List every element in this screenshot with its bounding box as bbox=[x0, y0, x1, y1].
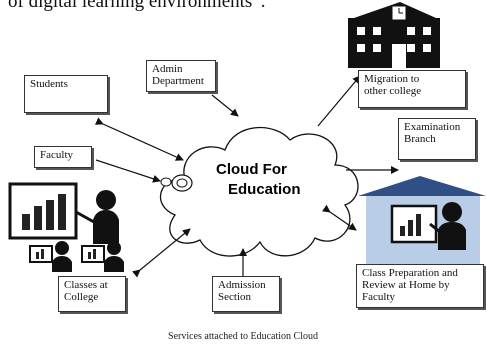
arrow-home-prep bbox=[321, 204, 357, 231]
cloud-title-line2: Education bbox=[228, 181, 301, 198]
arrow-admin bbox=[211, 94, 239, 117]
connector-arrows bbox=[94, 75, 399, 278]
home-study-icon bbox=[358, 176, 486, 264]
node-students: Students bbox=[24, 75, 108, 113]
arrow-migration bbox=[317, 75, 361, 127]
top-text-fragment: of digital learning environments”. bbox=[8, 0, 266, 12]
arrow-classes bbox=[132, 228, 191, 278]
arrow-students bbox=[94, 117, 184, 161]
arrow-faculty bbox=[95, 159, 161, 183]
node-admin-department: Admin Department bbox=[146, 60, 216, 92]
cloud-title-line1: Cloud For bbox=[216, 161, 287, 178]
node-migration: Migration to other college bbox=[358, 70, 466, 108]
node-examination-branch: Examination Branch bbox=[398, 118, 476, 160]
node-admission-section: Admission Section bbox=[212, 276, 280, 312]
education-cloud bbox=[159, 127, 359, 257]
figure-caption: Services attached to Education Cloud bbox=[168, 331, 318, 342]
node-faculty: Faculty bbox=[34, 146, 92, 168]
node-home-preparation: Class Preparation and Review at Home by … bbox=[356, 264, 484, 308]
node-classes-at-college: Classes at College bbox=[58, 276, 126, 312]
college-building-icon bbox=[348, 2, 440, 68]
classroom-presentation-icon bbox=[8, 182, 124, 272]
